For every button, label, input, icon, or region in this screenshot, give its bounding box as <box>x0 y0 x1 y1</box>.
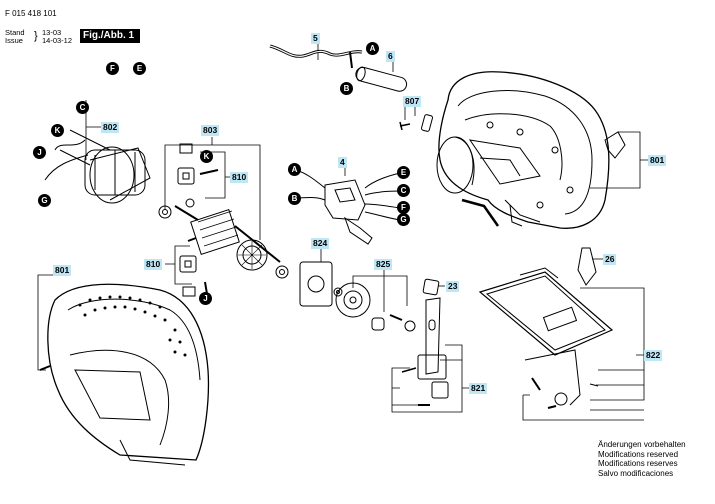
issue-value: 14-03-12 <box>42 36 73 45</box>
callout-f-stator: F <box>106 62 119 75</box>
callout-k-stator: K <box>51 124 64 137</box>
footer-line-fr: Modifications reserves <box>598 459 678 468</box>
brace: } <box>34 30 38 42</box>
callout-g-switch: G <box>397 213 410 226</box>
part-label-810-lower: 810 <box>144 259 163 270</box>
part-label-802: 802 <box>101 122 120 133</box>
part-label-807: 807 <box>403 96 422 107</box>
part-label-810-upper: 810 <box>230 172 249 183</box>
part-label-825: 825 <box>374 259 393 270</box>
issue-label: Issue <box>5 36 23 45</box>
part-label-801-right: 801 <box>648 155 667 166</box>
callout-j-brush: J <box>199 292 212 305</box>
footer-notice: Änderungen vorbehalten Modifications res… <box>598 440 686 478</box>
part-label-5: 5 <box>311 33 320 44</box>
document-number: F 015 418 101 <box>5 9 57 18</box>
part-label-824: 824 <box>311 238 330 249</box>
callout-c-switch: C <box>397 184 410 197</box>
callout-b-top: B <box>340 82 353 95</box>
figure-label: Fig./Abb. 1 <box>80 29 140 43</box>
footer-line-de: Änderungen vorbehalten <box>598 440 686 449</box>
part-label-4: 4 <box>338 157 347 168</box>
callout-a-top: A <box>366 42 379 55</box>
callout-c-stator: C <box>76 101 89 114</box>
stand-value: 13-03 <box>42 28 62 37</box>
callout-g-stator: G <box>38 194 51 207</box>
callout-e-switch: E <box>397 166 410 179</box>
part-label-801-left: 801 <box>53 265 72 276</box>
callout-k-brush: K <box>200 150 213 163</box>
callout-a-switch: A <box>288 163 301 176</box>
callout-b-switch: B <box>288 192 301 205</box>
callout-j-stator: J <box>33 146 46 159</box>
part-label-821: 821 <box>469 383 488 394</box>
part-label-803: 803 <box>201 125 220 136</box>
part-label-23: 23 <box>446 281 460 292</box>
footer-line-en: Modifications reserved <box>598 449 679 459</box>
callout-f-switch: F <box>397 201 410 214</box>
callout-e-stator: E <box>133 62 146 75</box>
stand-label: Stand <box>5 28 25 37</box>
part-label-26: 26 <box>603 254 617 265</box>
footer-line-es: Salvo modificaciones <box>598 468 674 478</box>
part-label-822: 822 <box>644 350 663 361</box>
part-label-6: 6 <box>386 51 395 62</box>
